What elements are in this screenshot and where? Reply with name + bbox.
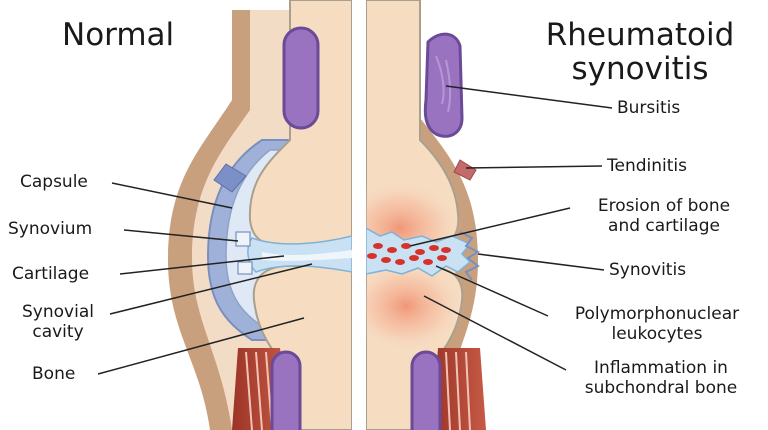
label-inflammation-line1: Inflammation in (566, 358, 756, 378)
label-synovitis: Synovitis (609, 260, 686, 280)
title-rheumatoid: Rheumatoid synovitis (530, 18, 750, 86)
label-bursitis: Bursitis (617, 98, 680, 118)
label-synovial-cavity-line1: Synovial (12, 302, 104, 322)
label-pmn-line1: Polymorphonuclear (552, 304, 762, 324)
label-erosion-line2: and cartilage (574, 216, 754, 236)
lower-bursa-right (412, 352, 440, 430)
leukocyte-dot (409, 255, 419, 261)
label-tendinitis: Tendinitis (607, 156, 687, 176)
leukocyte-dot (381, 257, 391, 263)
leukocyte-dot (395, 259, 405, 265)
title-rheumatoid-line1: Rheumatoid (530, 18, 750, 52)
upper-bursa-left (284, 28, 318, 128)
label-synovial-cavity: Synovial cavity (12, 302, 104, 342)
label-erosion-line1: Erosion of bone (574, 196, 754, 216)
label-cartilage: Cartilage (12, 264, 89, 284)
title-rheumatoid-line2: synovitis (530, 52, 750, 86)
panel-divider (352, 0, 366, 430)
leukocyte-dot (387, 247, 397, 253)
label-synovium: Synovium (8, 219, 92, 239)
leukocyte-dot (415, 249, 425, 255)
leukocyte-dot (423, 259, 433, 265)
leukocyte-dot (437, 255, 447, 261)
label-bone: Bone (32, 364, 75, 384)
label-erosion: Erosion of bone and cartilage (574, 196, 754, 236)
title-normal: Normal (62, 18, 174, 52)
lower-bursa-left (272, 352, 300, 430)
label-inflammation-line2: subchondral bone (566, 378, 756, 398)
leukocyte-dot (441, 247, 451, 253)
leukocyte-dot (429, 245, 439, 251)
label-pmn: Polymorphonuclear leukocytes (552, 304, 762, 344)
leukocyte-dot (373, 243, 383, 249)
normal-joint (168, 0, 352, 430)
label-inflammation: Inflammation in subchondral bone (566, 358, 756, 398)
label-pmn-line2: leukocytes (552, 324, 762, 344)
leader-tendinitis (466, 166, 602, 168)
label-synovial-cavity-line2: cavity (12, 322, 104, 342)
leader-bursitis (446, 86, 612, 108)
label-capsule: Capsule (20, 172, 88, 192)
leukocyte-dot (367, 253, 377, 259)
leukocyte-dot (401, 243, 411, 249)
leader-synovitis (478, 254, 604, 270)
